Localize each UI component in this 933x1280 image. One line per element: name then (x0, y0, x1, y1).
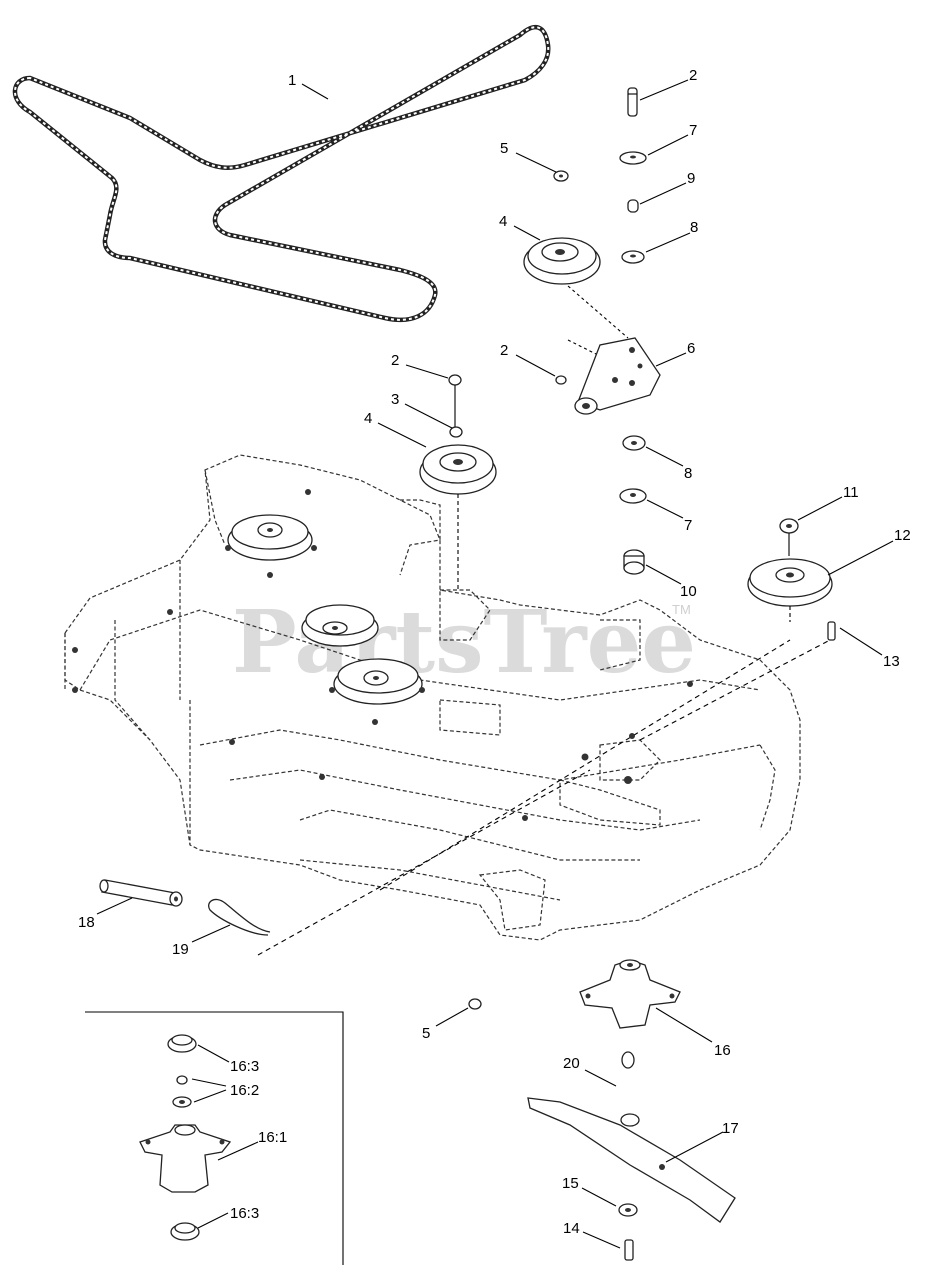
callout-4-center: 4 (364, 410, 372, 427)
callout-16-3-top: 16:3 (230, 1058, 259, 1075)
callout-16: 16 (714, 1042, 731, 1059)
mower-deck (64, 454, 831, 956)
callout-19: 19 (172, 941, 189, 958)
callout-2-arm: 2 (500, 342, 508, 359)
callout-12: 12 (894, 527, 911, 544)
housing-16-1 (139, 1124, 232, 1193)
callout-7-mid: 7 (684, 517, 692, 534)
callout-2-center: 2 (391, 352, 399, 369)
callout-3: 3 (391, 391, 399, 408)
callout-16-1: 16:1 (258, 1129, 287, 1146)
callout-1: 1 (288, 72, 296, 89)
key-13 (827, 621, 836, 641)
washer-15 (618, 1203, 638, 1217)
bolt-2-center (448, 374, 462, 386)
watermark-tm: TM (672, 602, 691, 617)
spacer-16-2b (172, 1096, 192, 1108)
spindle-inset (85, 1011, 344, 1265)
deck-pulley-spindle (329, 658, 425, 705)
callout-4-top: 4 (499, 213, 507, 230)
callout-16-2: 16:2 (230, 1082, 259, 1099)
washer-8-top (621, 250, 645, 264)
bolt-2-arm (555, 375, 567, 385)
idler-arm-6 (574, 337, 661, 415)
spindle-housing-16 (579, 959, 681, 1029)
callout-11: 11 (843, 484, 859, 501)
blade-17 (527, 1097, 736, 1223)
leader-lines (96, 79, 894, 1249)
watermark-text: PartsTree (232, 592, 696, 693)
callout-2-top: 2 (689, 67, 697, 84)
spacer-20 (621, 1051, 635, 1069)
callout-14: 14 (563, 1220, 580, 1237)
callout-5-top: 5 (500, 140, 508, 157)
callout-16-3-bottom: 16:3 (230, 1205, 259, 1222)
bolt-14 (624, 1239, 634, 1261)
spacer-3 (449, 426, 463, 438)
callout-13: 13 (883, 653, 900, 670)
callout-8-mid: 8 (684, 465, 692, 482)
callout-9: 9 (687, 170, 695, 187)
pin-18 (99, 879, 183, 907)
deck-pulley-center (301, 604, 379, 647)
callout-labels: 1 2 7 5 9 4 8 2 6 2 3 4 8 7 11 12 10 13 … (78, 67, 911, 1237)
idler-pulley-4-center (419, 444, 497, 495)
washer-7-top (619, 151, 647, 165)
nut-5-top (553, 170, 569, 182)
nut-11 (779, 518, 799, 534)
callout-7-top: 7 (689, 122, 697, 139)
callout-10: 10 (680, 583, 697, 600)
washer-7-mid (619, 488, 647, 504)
callout-15: 15 (562, 1175, 579, 1192)
nut-5-lower (468, 998, 482, 1010)
callout-18: 18 (78, 914, 95, 931)
deck-pulley-left (225, 514, 317, 578)
hairpin-clip-19 (208, 898, 271, 936)
washer-8-mid (622, 435, 646, 451)
bolt-2-top (627, 87, 638, 117)
idler-pulley-4-top (523, 237, 601, 285)
bearing-16-3-bottom (170, 1222, 200, 1241)
bearing-16-3-top (167, 1034, 197, 1053)
pulley-12 (747, 558, 833, 607)
spacer-10 (623, 549, 645, 575)
callout-20: 20 (563, 1055, 580, 1072)
spacer-16-2a (176, 1075, 188, 1085)
callout-5-lower: 5 (422, 1025, 430, 1042)
spacer-9 (627, 199, 639, 213)
drive-belt (12, 24, 551, 323)
callout-17: 17 (722, 1120, 739, 1137)
callout-8-top: 8 (690, 219, 698, 236)
callout-6: 6 (687, 340, 695, 357)
